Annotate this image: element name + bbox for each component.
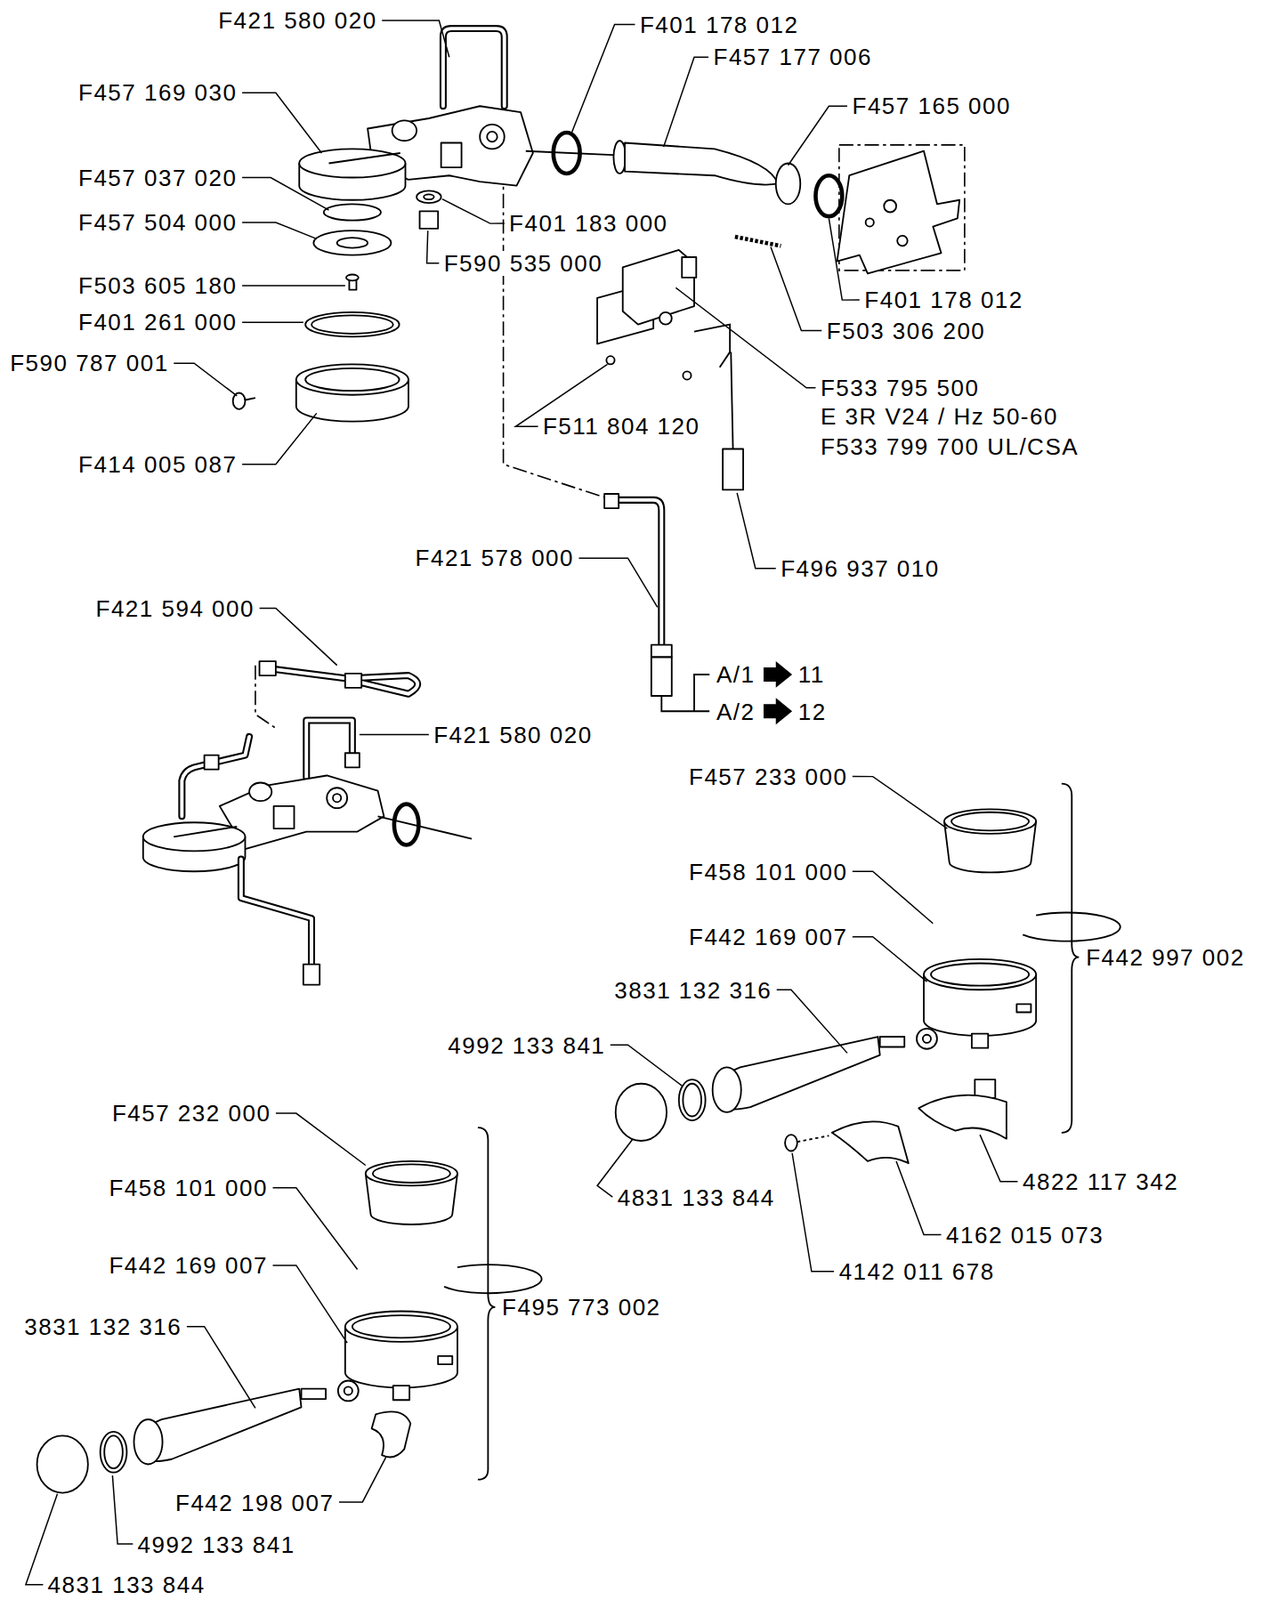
leader-line <box>359 734 429 737</box>
part-label: 4142 011 678 <box>837 1259 997 1285</box>
part-label: 3831 132 316 <box>22 1314 184 1340</box>
part-label: F401 178 012 <box>862 287 1025 313</box>
part-label: E 3R V24 / Hz 50-60 <box>818 404 1060 429</box>
part-label: F421 580 020 <box>216 8 379 33</box>
part-label: F421 580 020 <box>431 722 594 748</box>
leader-line <box>173 363 237 397</box>
part-label: F503 605 180 <box>76 273 239 299</box>
part-label: A/2 <box>714 699 758 725</box>
leader-line <box>852 937 928 982</box>
part-label: F401 183 000 <box>507 210 670 236</box>
leader-line <box>339 1456 387 1502</box>
part-label: 4831 133 844 <box>615 1185 777 1211</box>
leader-lines <box>25 20 1019 1586</box>
leader-line <box>571 24 635 134</box>
leader-line <box>25 1494 58 1586</box>
part-label: F414 005 087 <box>76 452 239 478</box>
portafilter-right <box>615 808 1121 1141</box>
part-label: F533 795 500 <box>818 375 981 401</box>
leader-line <box>736 493 777 569</box>
leader-line <box>852 871 934 923</box>
leader-line <box>242 412 317 464</box>
leader-line <box>770 246 822 331</box>
leader-line <box>275 1113 366 1165</box>
leader-line <box>272 1265 348 1343</box>
part-label: 4822 117 342 <box>1020 1169 1181 1195</box>
leader-line <box>442 199 505 225</box>
leader-line <box>776 989 848 1053</box>
leader-line <box>896 1161 941 1236</box>
part-label: F496 937 010 <box>778 556 941 582</box>
leader-line <box>381 20 450 57</box>
part-label: F442 198 007 <box>173 1490 336 1516</box>
leader-line <box>242 92 322 154</box>
part-label: F442 169 007 <box>687 924 850 950</box>
part-label: F421 578 000 <box>413 545 576 571</box>
part-label: F590 535 000 <box>442 250 605 276</box>
brace <box>477 784 1079 1481</box>
leader-line <box>242 284 346 286</box>
spouts-right <box>784 1079 1007 1164</box>
leader-line <box>852 776 948 829</box>
part-label: F401 178 012 <box>638 12 801 38</box>
leader-line <box>242 322 304 324</box>
leader-line <box>663 56 709 147</box>
part-label: F421 594 000 <box>94 596 257 622</box>
leader-line <box>675 287 816 388</box>
part-label: A/1 <box>714 662 758 688</box>
leader-line <box>259 607 338 665</box>
part-label: F458 101 000 <box>687 859 850 885</box>
leader-line <box>828 218 859 300</box>
part-label: 4162 015 073 <box>944 1222 1106 1248</box>
leader-line <box>112 1475 133 1545</box>
part-label: 4831 133 844 <box>46 1572 208 1598</box>
leader-line <box>272 1188 357 1270</box>
part-label: F457 177 006 <box>711 44 874 70</box>
leader-line <box>610 1044 682 1086</box>
part-label: F442 997 002 <box>1083 945 1246 971</box>
part-label: 4992 133 841 <box>136 1532 298 1558</box>
part-label: F511 804 120 <box>541 413 703 439</box>
brew-group-middle <box>143 661 472 985</box>
part-label: 3831 132 316 <box>612 978 774 1004</box>
part-label: 12 <box>796 699 829 725</box>
leader-line <box>427 230 440 264</box>
part-label: F457 232 000 <box>110 1100 273 1126</box>
leader-line <box>186 1326 256 1409</box>
leader-line <box>788 105 848 166</box>
part-label: F442 169 007 <box>106 1253 269 1279</box>
leader-line <box>242 222 317 239</box>
part-label: F458 101 000 <box>106 1175 269 1201</box>
part-label: F457 037 020 <box>76 165 239 191</box>
leader-line <box>578 558 657 607</box>
part-label: F457 165 000 <box>850 93 1013 119</box>
part-label: F457 169 030 <box>76 80 239 106</box>
part-label: F503 306 200 <box>825 318 987 344</box>
leader-line <box>979 1134 1018 1182</box>
part-label: 11 <box>796 662 827 688</box>
part-label: F457 233 000 <box>687 764 850 790</box>
part-label: F495 773 002 <box>500 1294 663 1320</box>
part-label: 4992 133 841 <box>445 1033 607 1059</box>
part-label: F401 261 000 <box>76 309 239 335</box>
part-label: F590 787 001 <box>8 350 170 376</box>
part-label: F533 799 700 UL/CSA <box>818 434 1081 460</box>
leader-line <box>242 177 329 211</box>
part-label: F457 504 000 <box>76 210 239 235</box>
leader-line <box>792 1153 834 1272</box>
